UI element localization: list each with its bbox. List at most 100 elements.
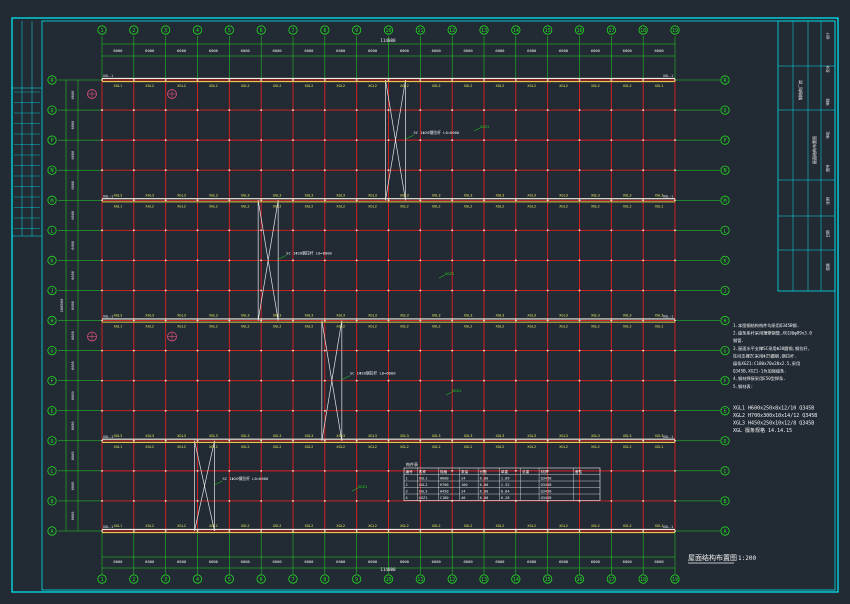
column-node bbox=[419, 379, 422, 382]
axis-label-row: N bbox=[723, 168, 726, 174]
column-node bbox=[101, 199, 103, 202]
column-node bbox=[610, 500, 613, 502]
column-node bbox=[292, 259, 294, 262]
brace-leader bbox=[341, 375, 350, 380]
column-node bbox=[451, 319, 454, 322]
beam-label: XGL1 bbox=[114, 325, 123, 329]
column-node bbox=[132, 319, 135, 322]
column-node bbox=[196, 319, 199, 322]
column-node bbox=[546, 469, 549, 472]
column-node bbox=[292, 319, 294, 322]
beam-label: XGL2 bbox=[432, 204, 441, 208]
beam-label: XGL3 bbox=[655, 314, 664, 318]
axis-bubble-row bbox=[720, 376, 730, 386]
note-line: 4.钢材焊接采用E50型焊条. bbox=[733, 375, 786, 382]
axis-label-col: 1 bbox=[100, 577, 103, 583]
axis-bubble-row bbox=[47, 436, 57, 446]
axis-bubble-row bbox=[720, 75, 730, 85]
column-node bbox=[451, 139, 454, 142]
dim-col-spacing: 6000 bbox=[209, 559, 219, 564]
axis-label-row: J bbox=[50, 288, 53, 294]
beam-label: XGL3 bbox=[368, 193, 377, 197]
table-cell: H450 bbox=[440, 489, 449, 493]
table-cell: C180 bbox=[440, 496, 449, 500]
beam-label: XGL2 bbox=[432, 524, 441, 528]
title-cell: 设计 bbox=[825, 32, 830, 40]
axis-label-row: G bbox=[50, 349, 53, 355]
column-node bbox=[674, 439, 676, 442]
column-node bbox=[674, 409, 676, 412]
beam-label: XGL2 bbox=[241, 445, 250, 449]
axis-bubble-col bbox=[97, 574, 107, 584]
axis-label-col: 13 bbox=[481, 28, 487, 34]
column-node bbox=[228, 169, 231, 172]
note-line: 钢管. bbox=[733, 337, 744, 344]
axis-bubble-col bbox=[447, 574, 457, 584]
axis-label-col: 14 bbox=[513, 28, 519, 34]
column-node bbox=[578, 379, 581, 382]
column-node bbox=[292, 79, 294, 81]
axis-bubble-row bbox=[47, 285, 57, 296]
column-node bbox=[260, 319, 263, 322]
column-node bbox=[260, 169, 263, 172]
axis-label-col: 15 bbox=[545, 577, 551, 583]
axis-bubble-row bbox=[720, 466, 730, 476]
dim-row-spacing: 6000 bbox=[71, 361, 75, 370]
axis-label-col: 18 bbox=[640, 577, 646, 583]
column-node bbox=[514, 199, 517, 202]
axis-label-row: N bbox=[50, 168, 53, 174]
column-node bbox=[260, 439, 263, 442]
column-node bbox=[674, 319, 676, 322]
dim-col-spacing: 6000 bbox=[432, 559, 442, 564]
beam-end-tag: XGL-1 bbox=[663, 74, 673, 78]
general-notes: 1.本图钢结构构件均采用Q345B钢.2.檩条系杆采用薄壁钢管,XG1用φ89x… bbox=[733, 322, 817, 434]
dim-col-spacing: 6000 bbox=[113, 559, 123, 564]
beam-label: XGL2 bbox=[400, 325, 409, 329]
column-node bbox=[355, 109, 358, 111]
axis-label-col: 1 bbox=[100, 28, 103, 34]
axis-label-row: B bbox=[723, 499, 726, 505]
column-node bbox=[610, 259, 613, 262]
beam-label: XGL3 bbox=[114, 193, 123, 197]
beam-label: XGL2 bbox=[336, 524, 345, 528]
column-node bbox=[419, 139, 422, 142]
note-line: 2.檩条系杆采用薄壁钢管,XG1用φ89x3.0 bbox=[733, 330, 812, 337]
axis-label-row: K bbox=[723, 258, 726, 264]
beam-label: XGL2 bbox=[623, 524, 632, 528]
column-node bbox=[387, 199, 390, 202]
column-node bbox=[578, 409, 581, 412]
axis-label-col: 10 bbox=[385, 577, 391, 583]
axis-bubble-row bbox=[720, 345, 730, 356]
title-cell: 图号 bbox=[825, 164, 830, 172]
beam-label: XGL1 bbox=[114, 84, 123, 88]
beam-label: XGL1 bbox=[114, 445, 123, 449]
column-node bbox=[164, 379, 167, 382]
beam-label: XGL2 bbox=[305, 204, 314, 208]
column-node bbox=[514, 229, 517, 232]
column-node bbox=[292, 409, 294, 412]
axis-bubble-row bbox=[47, 496, 57, 506]
table-cell: 6.00 bbox=[480, 489, 489, 493]
axis-label-col: 4 bbox=[196, 28, 199, 34]
table-cell: H600 bbox=[440, 476, 449, 480]
axis-bubble-row bbox=[720, 406, 730, 416]
axis-label-col: 11 bbox=[417, 28, 423, 34]
axis-bubble-col bbox=[256, 25, 266, 35]
beam-label: XGL3 bbox=[655, 193, 664, 197]
column-node bbox=[196, 139, 199, 142]
column-node bbox=[323, 469, 326, 472]
column-node bbox=[483, 259, 485, 262]
beam-label: XGL1 bbox=[655, 84, 664, 88]
brace-note: SC 1Φ20钢拉杆 L0=6000 bbox=[350, 371, 396, 376]
axis-bubble-col bbox=[383, 574, 394, 584]
region-tag: XGZ1 bbox=[358, 484, 368, 489]
column-node bbox=[228, 439, 231, 442]
column-node bbox=[451, 439, 454, 442]
beam-label: XGL3 bbox=[464, 434, 473, 438]
column-node bbox=[546, 409, 549, 412]
column-node bbox=[642, 199, 645, 202]
beam-label: XGL2 bbox=[145, 84, 154, 88]
column-node bbox=[164, 500, 167, 502]
column-node bbox=[483, 79, 485, 81]
axis-bubble-row bbox=[47, 345, 57, 356]
